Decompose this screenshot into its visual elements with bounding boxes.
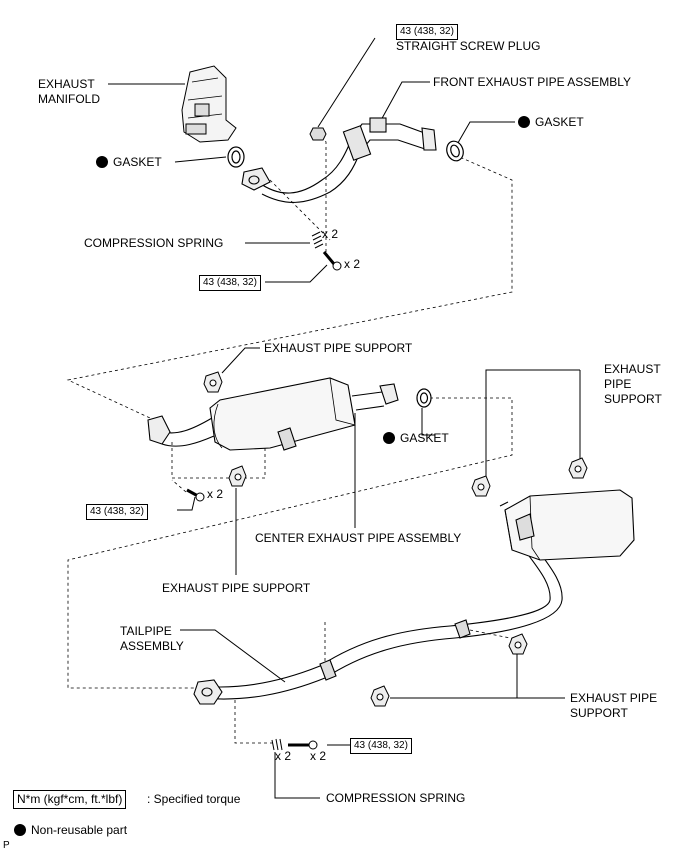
torque-box-screw-plug: 43 (438, 32)	[396, 24, 458, 40]
leader-lines	[108, 37, 581, 799]
gasket-front-right-label: GASKET	[518, 115, 584, 130]
compression-spring-upper-label: COMPRESSION SPRING	[84, 236, 224, 250]
torque-box-center-bolt: 43 (438, 32)	[86, 504, 148, 520]
center-bolt-part	[186, 488, 205, 502]
qty-bolt-lower: x 2	[310, 749, 327, 763]
gasket-front-left-label: GASKET	[96, 155, 162, 170]
exhaust-pipe-support-right-bottom-label: EXHAUST PIPE SUPPORT	[570, 691, 658, 720]
exhaust-manifold-label: EXHAUST MANIFOLD	[38, 77, 101, 106]
front-exhaust-pipe-assembly-label: FRONT EXHAUST PIPE ASSEMBLY	[433, 75, 632, 89]
exhaust-pipe-supports-part	[203, 371, 588, 707]
upper-spring-bolt-part	[311, 231, 342, 271]
tailpipe-assembly-label: TAILPIPE ASSEMBLY	[120, 624, 184, 653]
exhaust-pipe-support-upper-label: EXHAUST PIPE SUPPORT	[264, 341, 413, 355]
qty-bolt-upper: x 2	[344, 257, 361, 271]
front-gaskets-part	[227, 140, 464, 168]
screw-plug-part	[309, 127, 327, 141]
exhaust-pipe-support-right-top-label: EXHAUST PIPE SUPPORT	[604, 362, 662, 406]
torque-unit-box: N*m (kgf*cm, ft.*lbf)	[13, 790, 127, 809]
straight-screw-plug-label: STRAIGHT SCREW PLUG	[396, 39, 541, 53]
non-reusable-legend: Non-reusable part	[14, 823, 127, 838]
qty-spring-lower: x 2	[275, 749, 292, 763]
compression-spring-lower-label: COMPRESSION SPRING	[326, 791, 466, 805]
non-reusable-dot-icon	[518, 116, 530, 128]
non-reusable-dot-icon	[383, 432, 395, 444]
lower-spring-bolt-part	[271, 738, 318, 751]
non-reusable-dot-icon	[14, 824, 26, 836]
specified-torque-text: : Specified torque	[147, 792, 241, 806]
torque-box-front-bolt: 43 (438, 32)	[199, 275, 261, 291]
non-reusable-dot-icon	[96, 156, 108, 168]
corner-mark: P	[3, 840, 10, 851]
torque-box-tail-bolt: 43 (438, 32)	[350, 738, 412, 754]
center-exhaust-pipe-part	[147, 377, 399, 451]
qty-bolt-center: x 2	[207, 487, 224, 501]
front-exhaust-pipe-part	[241, 117, 437, 203]
qty-spring-upper: x 2	[322, 227, 339, 241]
center-gasket-part	[416, 388, 432, 408]
assembly-guide-lines	[66, 127, 521, 744]
tailpipe-assembly-part	[193, 489, 635, 705]
gasket-center-label: GASKET	[383, 431, 449, 446]
exhaust-pipe-support-middle-label: EXHAUST PIPE SUPPORT	[162, 581, 311, 595]
exhaust-manifold-part	[181, 65, 237, 143]
center-exhaust-pipe-assembly-label: CENTER EXHAUST PIPE ASSEMBLY	[255, 531, 462, 545]
